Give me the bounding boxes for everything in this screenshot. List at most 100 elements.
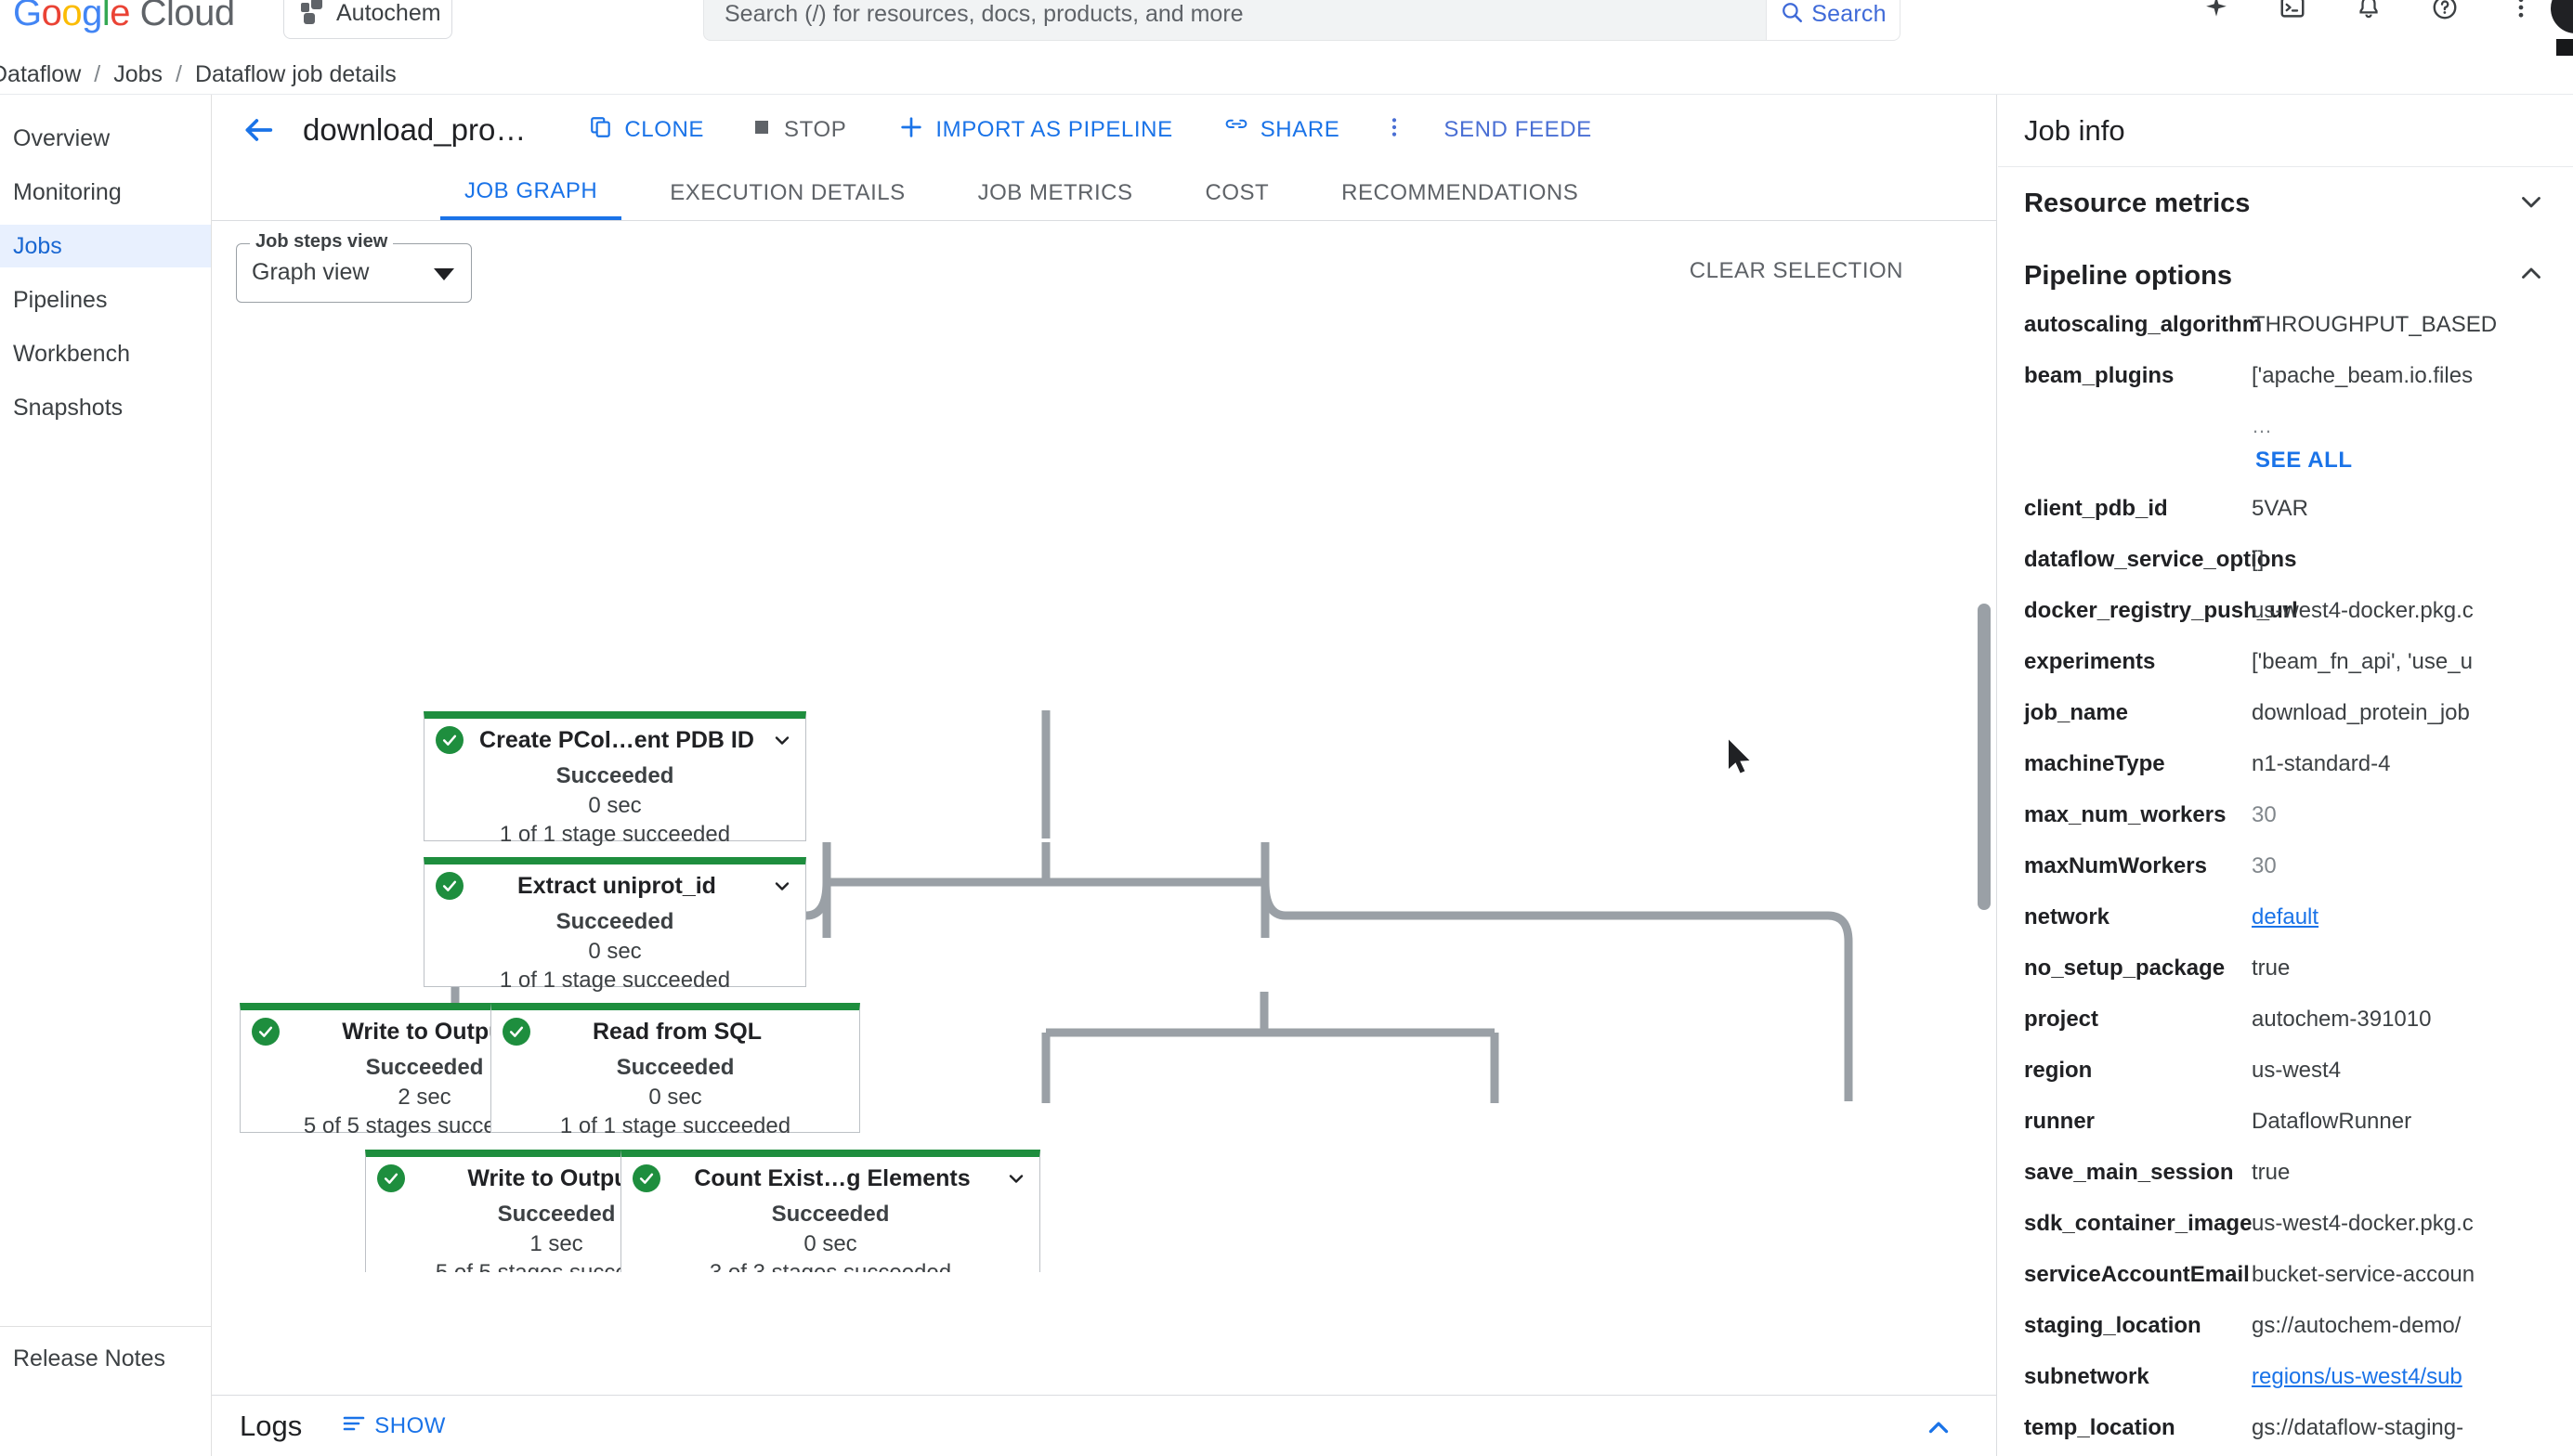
- job-more-options-button[interactable]: [1377, 106, 1412, 154]
- graph-toolbar: Job steps view Graph view CLEAR SELECTIO…: [212, 221, 1996, 325]
- graph-node-status: Succeeded: [616, 1055, 735, 1080]
- option-value: download_protein_job: [2252, 700, 2470, 725]
- search-input[interactable]: [725, 0, 1766, 28]
- send-feedback-button[interactable]: SEND FEEDE: [1430, 106, 1604, 154]
- section-pipeline-options[interactable]: Pipeline options: [1998, 240, 2573, 312]
- chevron-down-icon[interactable]: [2515, 186, 2547, 222]
- option-key: maxNumWorkers: [2024, 853, 2207, 878]
- chevron-down-icon[interactable]: [770, 729, 794, 751]
- option-value: 5VAR: [2252, 496, 2308, 521]
- sidebar-item-overview[interactable]: Overview: [13, 124, 111, 151]
- job-header-toolbar: download_pro… CLONE STOP IMPORT AS PIPEL…: [212, 95, 1996, 165]
- chevron-up-icon[interactable]: [2515, 258, 2547, 294]
- option-value: true: [2252, 956, 2291, 981]
- option-key: staging_location: [2024, 1313, 2201, 1338]
- logs-show-label: SHOW: [374, 1412, 446, 1438]
- pipeline-options-title: Pipeline options: [2024, 260, 2232, 291]
- google-cloud-logo[interactable]: Google Cloud: [13, 0, 235, 33]
- option-key: experiments: [2024, 649, 2156, 674]
- graph-node-name: Read from SQL: [593, 1018, 762, 1045]
- section-resource-metrics[interactable]: Resource metrics: [1998, 167, 2573, 240]
- project-hex-icon: [301, 0, 325, 25]
- option-key: dataflow_service_options: [2024, 547, 2297, 572]
- sidebar-item-snapshots[interactable]: Snapshots: [13, 394, 124, 421]
- back-arrow-icon[interactable]: [234, 106, 282, 154]
- sidebar-item-jobs[interactable]: Jobs: [0, 225, 211, 267]
- logs-show-button[interactable]: SHOW: [343, 1413, 446, 1439]
- avatar[interactable]: [2551, 0, 2573, 33]
- option-value-link[interactable]: regions/us-west4/sub: [2252, 1364, 2462, 1389]
- project-selector-chip[interactable]: Autochem: [283, 0, 452, 39]
- help-question-icon[interactable]: [2428, 0, 2462, 24]
- sidebar-item-monitoring[interactable]: Monitoring: [13, 178, 122, 205]
- tab-cost[interactable]: COST: [1205, 179, 1270, 205]
- option-key: save_main_session: [2024, 1160, 2234, 1185]
- breadcrumb-separator: /: [94, 61, 101, 87]
- graph-node-duration: 0 sec: [588, 792, 642, 818]
- option-key: max_num_workers: [2024, 802, 2227, 827]
- option-key: beam_plugins: [2024, 363, 2175, 388]
- main-content: download_pro… CLONE STOP IMPORT AS PIPEL…: [212, 95, 1997, 1456]
- success-check-icon: [503, 1018, 530, 1046]
- graph-node-create-pcollection[interactable]: Create PCol…ent PDB ID Succeeded 0 sec 1…: [424, 711, 806, 847]
- graph-node-read-from-sql[interactable]: Read from SQL Succeeded 0 sec 1 of 1 sta…: [490, 1003, 860, 1138]
- option-key: serviceAccountEmail: [2024, 1262, 2250, 1287]
- option-value: gs://dataflow-staging-: [2252, 1415, 2464, 1440]
- logs-bar[interactable]: Logs SHOW: [212, 1395, 1996, 1456]
- tab-execution-details[interactable]: EXECUTION DETAILS: [670, 179, 906, 205]
- tab-recommendations[interactable]: RECOMMENDATIONS: [1341, 179, 1579, 205]
- notifications-bell-icon[interactable]: [2352, 0, 2385, 24]
- tab-job-graph[interactable]: JOB GRAPH: [440, 165, 622, 220]
- sidebar-item-release-notes[interactable]: Release Notes: [0, 1326, 212, 1391]
- import-as-pipeline-label: IMPORT AS PIPELINE: [935, 117, 1173, 142]
- graph-node-extract-uniprot-id[interactable]: Extract uniprot_id Succeeded 0 sec 1 of …: [424, 857, 806, 993]
- job-graph-canvas[interactable]: Create PCol…ent PDB ID Succeeded 0 sec 1…: [212, 325, 1996, 1272]
- graph-node-stages: 1 of 1 stage succeeded: [499, 968, 731, 994]
- more-vert-icon[interactable]: [2504, 0, 2538, 24]
- option-value: us-west4-docker.pkg.c: [2252, 598, 2474, 623]
- graph-node-duration: 1 sec: [529, 1230, 583, 1256]
- option-key: runner: [2024, 1109, 2096, 1134]
- sidebar-item-pipelines[interactable]: Pipelines: [13, 286, 108, 313]
- project-name-label: Autochem: [336, 0, 441, 26]
- mouse-cursor: [1726, 738, 1754, 782]
- chevron-down-icon[interactable]: [1004, 1167, 1028, 1190]
- success-check-icon: [633, 1164, 660, 1192]
- top-bar-icon-group: [2200, 0, 2538, 24]
- graph-node-count-existing-elements[interactable]: Count Exist…g Elements Succeeded 0 sec 3…: [620, 1150, 1040, 1272]
- plus-icon: [898, 114, 924, 147]
- option-value-link[interactable]: default: [2252, 904, 2319, 930]
- logs-expand-chevron-up-icon[interactable]: [1923, 1412, 1954, 1449]
- tab-job-metrics[interactable]: JOB METRICS: [977, 179, 1133, 205]
- option-value: ['beam_fn_api', 'use_u: [2252, 649, 2473, 674]
- global-search-box[interactable]: [703, 0, 1767, 41]
- clone-button[interactable]: CLONE: [576, 106, 717, 154]
- gemini-sparkle-icon[interactable]: [2200, 0, 2233, 24]
- job-steps-view-select[interactable]: Job steps view Graph view: [236, 231, 472, 303]
- option-key: region: [2024, 1058, 2093, 1083]
- breadcrumb-item-dataflow[interactable]: Dataflow: [0, 61, 82, 87]
- pipeline-option-row: network default: [2024, 904, 2547, 956]
- page-title: download_pro…: [303, 112, 527, 147]
- option-key: client_pdb_id: [2024, 496, 2168, 521]
- option-value: us-west4-docker.pkg.c: [2252, 1211, 2474, 1236]
- breadcrumb-item-jobs[interactable]: Jobs: [113, 61, 163, 87]
- option-value: n1-standard-4: [2252, 751, 2391, 776]
- job-steps-view-value: Graph view: [252, 259, 370, 285]
- option-key: docker_registry_push_url: [2024, 598, 2298, 623]
- chevron-down-icon[interactable]: [770, 875, 794, 897]
- search-button[interactable]: Search: [1767, 0, 1900, 41]
- pipeline-option-row: autoscaling_algorithm THROUGHPUT_BASED: [2024, 312, 2547, 363]
- import-as-pipeline-button[interactable]: IMPORT AS PIPELINE: [885, 106, 1185, 154]
- see-all-button[interactable]: SEE ALL: [2255, 448, 2353, 473]
- sidebar-item-workbench[interactable]: Workbench: [13, 340, 130, 367]
- option-value: 30: [2252, 853, 2277, 878]
- graph-vertical-scrollbar[interactable]: [1978, 604, 1991, 910]
- option-key: autoscaling_algorithm: [2024, 312, 2263, 337]
- clear-selection-button[interactable]: CLEAR SELECTION: [1689, 258, 1903, 283]
- share-button[interactable]: SHARE: [1210, 106, 1353, 154]
- stop-button[interactable]: STOP: [738, 106, 859, 154]
- cloud-shell-icon[interactable]: [2276, 0, 2309, 24]
- breadcrumb: Dataflow / Jobs / Dataflow job details: [0, 56, 2573, 95]
- option-key: machineType: [2024, 751, 2165, 776]
